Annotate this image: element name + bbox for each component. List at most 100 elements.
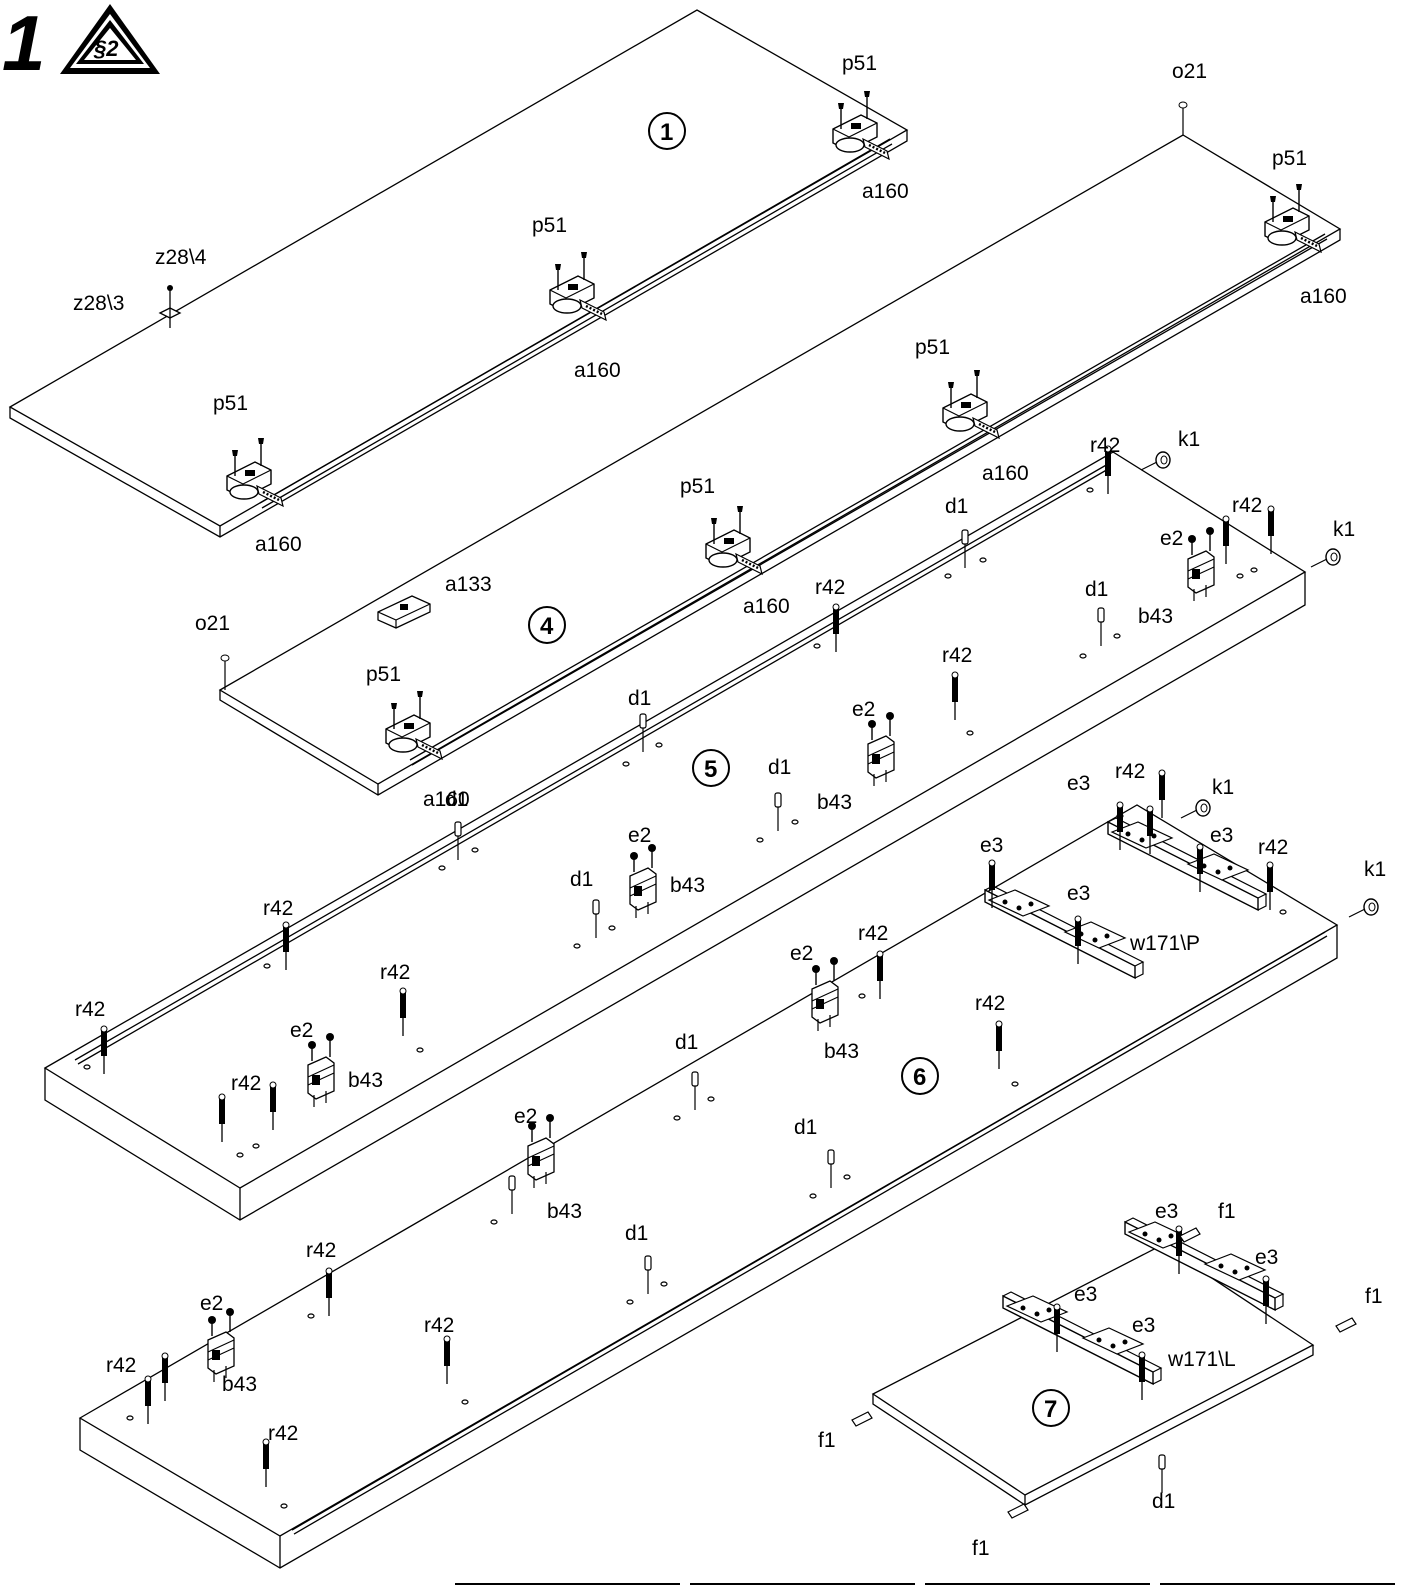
label-p51: p51 <box>842 52 877 75</box>
label-r42: r42 <box>1232 494 1262 517</box>
label-p51: p51 <box>680 475 715 498</box>
screw-r42-icon <box>1267 505 1275 555</box>
label-a160: a160 <box>1300 285 1347 308</box>
label-f1: f1 <box>1218 1200 1236 1223</box>
label-e2: e2 <box>852 698 875 721</box>
panel-number-7-text: 7 <box>1044 1396 1057 1423</box>
label-r42: r42 <box>1115 760 1145 783</box>
label-b43: b43 <box>222 1373 257 1396</box>
label-r42: r42 <box>975 992 1005 1015</box>
label-d1: d1 <box>570 868 593 891</box>
label-d1: d1 <box>1152 1490 1175 1513</box>
panel-number-1: 1 <box>648 112 686 150</box>
label-e3: e3 <box>1074 1283 1097 1306</box>
label-d1: d1 <box>1085 578 1108 601</box>
label-d1: d1 <box>625 1222 648 1245</box>
label-r42: r42 <box>75 998 105 1021</box>
step-number: 1 <box>2 0 45 87</box>
label-z28-3: z28\3 <box>73 292 124 315</box>
label-w171-l: w171\L <box>1167 1348 1236 1371</box>
label-b43: b43 <box>1138 605 1173 628</box>
label-w171-p: w171\P <box>1129 932 1200 955</box>
label-e2: e2 <box>200 1292 223 1315</box>
label-d1: d1 <box>768 756 791 779</box>
label-r42: r42 <box>380 961 410 984</box>
label-e3: e3 <box>1132 1314 1155 1337</box>
label-z28-4: z28\4 <box>155 246 207 269</box>
panel-number-4-text: 4 <box>540 613 554 640</box>
label-e2: e2 <box>1160 527 1183 550</box>
label-b43: b43 <box>817 791 852 814</box>
label-a160: a160 <box>743 595 790 618</box>
label-e2: e2 <box>514 1105 537 1128</box>
label-d1: d1 <box>628 687 651 710</box>
label-p51: p51 <box>915 336 950 359</box>
warning-icon: §2 <box>60 4 160 74</box>
panel-5 <box>43 451 1307 1221</box>
label-a160: a160 <box>423 788 470 811</box>
panel-4 <box>218 134 1342 796</box>
label-r42: r42 <box>424 1314 454 1337</box>
pin-o21-icon <box>1178 101 1188 135</box>
dowel-d1-icon <box>1158 1454 1166 1494</box>
label-r42: r42 <box>263 897 293 920</box>
label-d1: d1 <box>794 1116 817 1139</box>
label-k1: k1 <box>1212 776 1234 799</box>
label-r42: r42 <box>268 1422 298 1445</box>
warning-badge-text: §2 <box>93 36 119 61</box>
label-f1: f1 <box>818 1429 836 1452</box>
knob-k1-icon <box>1180 799 1211 819</box>
pin-o21-icon <box>220 654 230 690</box>
label-o21: o21 <box>195 612 230 635</box>
label-p51: p51 <box>366 663 401 686</box>
label-r42: r42 <box>231 1072 261 1095</box>
screw-r42-icon <box>1158 769 1166 819</box>
part-labels: p51 a160 o21 p51 a160 p51 a160 z28\4 z28… <box>73 52 1386 1560</box>
label-k1: k1 <box>1333 518 1355 541</box>
panel-number-1-text: 1 <box>660 119 673 146</box>
panel-number-5: 5 <box>692 749 730 787</box>
label-p51: p51 <box>213 392 248 415</box>
label-e3: e3 <box>1155 1200 1178 1223</box>
label-r42: r42 <box>942 644 972 667</box>
knob-k1-icon <box>1348 898 1379 918</box>
label-b43: b43 <box>824 1040 859 1063</box>
label-p51: p51 <box>1272 147 1307 170</box>
label-a160: a160 <box>574 359 621 382</box>
label-f1: f1 <box>972 1537 990 1560</box>
label-b43: b43 <box>670 874 705 897</box>
label-r42: r42 <box>1258 836 1288 859</box>
label-a160: a160 <box>982 462 1029 485</box>
label-e3: e3 <box>1255 1246 1278 1269</box>
panel-number-6-text: 6 <box>913 1064 926 1091</box>
label-a160: a160 <box>862 180 909 203</box>
label-e2: e2 <box>628 824 651 847</box>
knob-k1-icon <box>1140 451 1171 471</box>
label-b43: b43 <box>547 1200 582 1223</box>
panel-number-5-text: 5 <box>704 756 717 783</box>
label-b43: b43 <box>348 1069 383 1092</box>
panel-number-6: 6 <box>901 1057 939 1095</box>
label-e2: e2 <box>790 942 813 965</box>
label-p51: p51 <box>532 214 567 237</box>
label-r42: r42 <box>306 1239 336 1262</box>
panel-number-7: 7 <box>1032 1389 1070 1427</box>
label-e2: e2 <box>290 1019 313 1042</box>
label-r42: r42 <box>1090 434 1120 457</box>
label-d1: d1 <box>945 495 968 518</box>
panel-number-4: 4 <box>528 606 566 644</box>
label-e3: e3 <box>1210 824 1233 847</box>
label-e3: e3 <box>1067 772 1090 795</box>
label-a133: a133 <box>445 573 492 596</box>
label-k1: k1 <box>1364 858 1386 881</box>
label-o21: o21 <box>1172 60 1207 83</box>
label-d1: d1 <box>445 788 468 811</box>
label-r42: r42 <box>858 922 888 945</box>
pin-f1-icon <box>851 1227 1357 1519</box>
label-f1: f1 <box>1365 1285 1383 1308</box>
knob-k1-icon <box>1310 548 1341 568</box>
label-e3: e3 <box>1067 882 1090 905</box>
panel-6 <box>78 804 1339 1569</box>
label-r42: r42 <box>106 1354 136 1377</box>
